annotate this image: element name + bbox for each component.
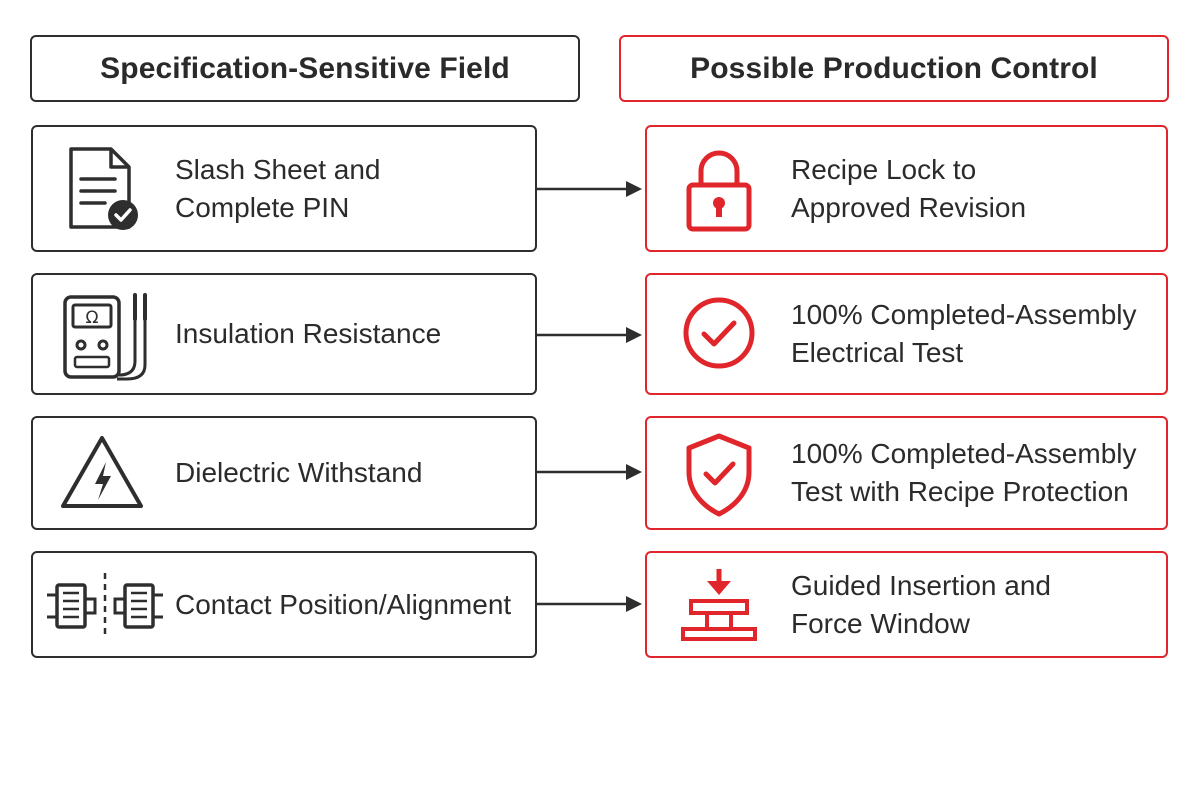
field-label: Slash Sheet and Complete PIN [175, 127, 525, 250]
control-label-line2: Test with Recipe Protection [791, 476, 1129, 507]
control-label: 100% Completed-Assembly Test with Recipe… [791, 418, 1156, 528]
control-label-line2: Approved Revision [791, 191, 1027, 223]
control-label-line1: Recipe Lock to [791, 153, 977, 185]
ohmmeter-icon: Ω [57, 289, 155, 381]
svg-text:Ω: Ω [86, 308, 99, 328]
field-label-line2: Complete PIN [175, 191, 350, 223]
padlock-icon [681, 143, 757, 235]
control-label: Recipe Lock to Approved Revision [791, 127, 1156, 250]
arrow-row-1 [537, 181, 642, 197]
arrow-row-3 [537, 464, 642, 480]
field-box-insulation-resistance: Ω Insulation Resistance [31, 273, 537, 395]
field-box-dielectric-withstand: Dielectric Withstand [31, 416, 537, 530]
check-circle-icon [679, 293, 759, 373]
control-box-electrical-test: 100% Completed-Assembly Electrical Test [645, 273, 1168, 395]
field-column-header: Specification-Sensitive Field [30, 35, 580, 102]
field-label-line1: Dielectric Withstand [175, 457, 423, 488]
control-box-guided-insertion: Guided Insertion and Force Window [645, 551, 1168, 658]
field-box-slash-sheet: Slash Sheet and Complete PIN [31, 125, 537, 252]
control-label: 100% Completed-Assembly Electrical Test [791, 275, 1156, 393]
field-box-contact-position: Contact Position/Alignment [31, 551, 537, 658]
arrow-row-2 [537, 327, 642, 343]
field-label-line1: Slash Sheet and [175, 153, 381, 185]
field-label-line1: Insulation Resistance [175, 318, 442, 349]
control-label-line1: 100% Completed-Assembly [791, 299, 1137, 330]
field-label: Contact Position/Alignment [175, 553, 525, 656]
control-label-line1: 100% Completed-Assembly [791, 438, 1137, 469]
high-voltage-warning-icon [57, 430, 147, 516]
document-check-icon [59, 143, 149, 235]
control-column-header: Possible Production Control [619, 35, 1169, 102]
control-label-line2: Electrical Test [791, 337, 964, 368]
arrow-row-4 [537, 596, 642, 612]
control-box-recipe-lock: Recipe Lock to Approved Revision [645, 125, 1168, 252]
shield-check-icon [681, 430, 757, 520]
control-label: Guided Insertion and Force Window [791, 553, 1156, 656]
control-label-line2: Force Window [791, 607, 970, 639]
field-label: Dielectric Withstand [175, 418, 525, 528]
field-label-line1: Contact Position/Alignment [175, 588, 512, 620]
press-insertion-icon [677, 565, 761, 645]
connector-alignment-icon [45, 571, 173, 641]
control-box-recipe-protection: 100% Completed-Assembly Test with Recipe… [645, 416, 1168, 530]
control-label-line1: Guided Insertion and [791, 569, 1051, 601]
field-label: Insulation Resistance [175, 275, 525, 393]
